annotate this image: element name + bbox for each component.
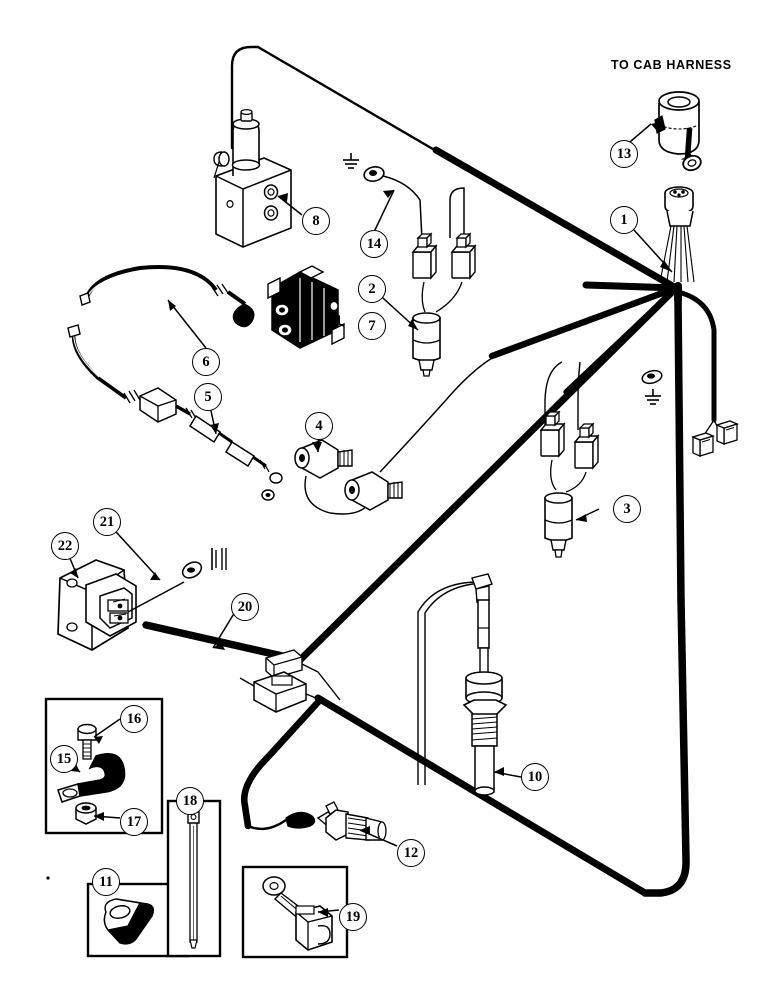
callout-18[interactable]: 18	[176, 787, 204, 815]
callout-20[interactable]: 20	[231, 593, 259, 621]
sender-switch-2	[412, 187, 476, 377]
solenoid-valve-8	[213, 108, 292, 248]
callout-11[interactable]: 11	[92, 868, 120, 896]
callout-4[interactable]: 4	[305, 412, 333, 440]
callout-10[interactable]: 10	[521, 763, 549, 791]
inset-cable-tie	[166, 799, 222, 958]
callout-19[interactable]: 19	[339, 903, 367, 931]
temp-switch-12	[247, 801, 387, 841]
alternator-lead-21	[127, 548, 227, 613]
to-cab-harness-label: TO CAB HARNESS	[611, 58, 732, 72]
callout-16[interactable]: 16	[120, 705, 148, 733]
alternator-22	[57, 559, 137, 651]
callout-3[interactable]: 3	[613, 495, 641, 523]
ground-eyelet-14	[342, 152, 423, 241]
callout-8[interactable]: 8	[302, 207, 330, 235]
cab-harness-connector-13	[654, 91, 702, 172]
main-harness-plug-1	[659, 186, 695, 283]
callout-1[interactable]: 1	[610, 206, 638, 234]
temperature-sender-10	[417, 573, 508, 796]
callout-15[interactable]: 15	[50, 745, 78, 773]
callout-21[interactable]: 21	[93, 508, 121, 536]
callout-17[interactable]: 17	[120, 808, 148, 836]
battery-cable-6	[79, 264, 255, 328]
ground-cable-5	[67, 324, 283, 501]
callout-5[interactable]: 5	[194, 383, 222, 411]
callout-13[interactable]: 13	[610, 140, 638, 168]
starter-solenoid-7	[267, 265, 345, 349]
registration-dot	[46, 876, 50, 880]
callout-14[interactable]: 14	[360, 230, 388, 258]
pressure-switch-3	[540, 361, 599, 558]
right-branch-connectors	[641, 369, 738, 457]
callout-22[interactable]: 22	[51, 532, 79, 560]
pressure-switch-4	[294, 357, 493, 515]
callout-2[interactable]: 2	[358, 275, 386, 303]
callout-6[interactable]: 6	[192, 348, 220, 376]
callout-12[interactable]: 12	[397, 839, 425, 867]
branch-connectors-20	[239, 649, 341, 713]
callout-7[interactable]: 7	[358, 312, 386, 340]
inset-clip-assembly	[241, 865, 349, 959]
